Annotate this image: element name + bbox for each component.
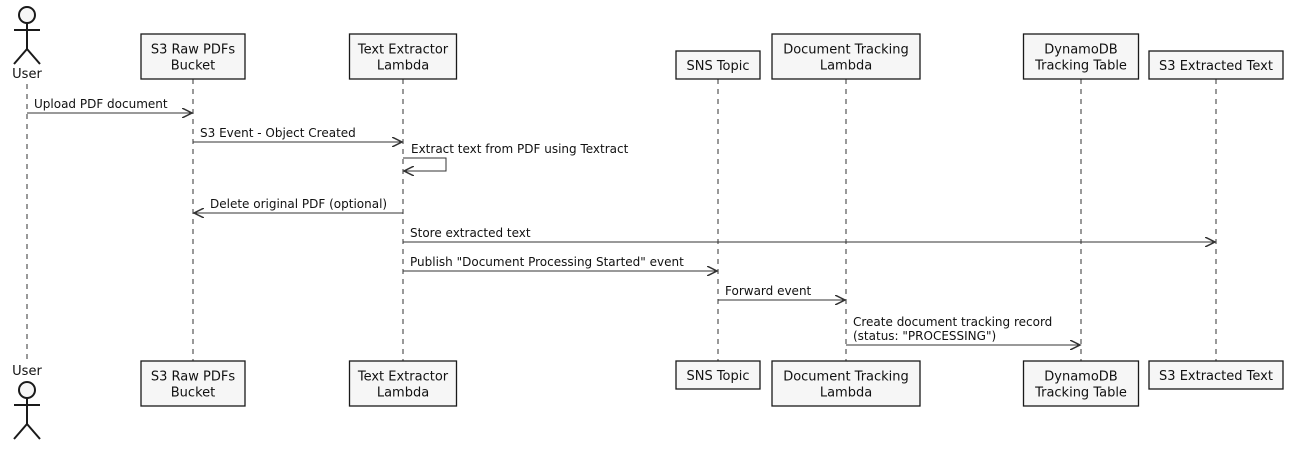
participant-box xyxy=(1148,360,1284,390)
participant-box xyxy=(140,360,246,407)
participant-label: Lambda xyxy=(377,59,429,74)
message-label: Forward event xyxy=(725,284,812,298)
participant-label: Text Extractor xyxy=(357,370,449,385)
participant-label: S3 Extracted Text xyxy=(1159,59,1273,74)
message-label: Publish "Document Processing Started" ev… xyxy=(410,255,684,269)
message-2: S3 Event - Object Created xyxy=(193,126,402,142)
participant-label: Tracking Table xyxy=(1034,59,1127,74)
participant-label: Lambda xyxy=(820,59,872,74)
message-7: Forward event xyxy=(718,284,845,300)
participant-box xyxy=(140,33,246,80)
participant-sns-bottom: SNS Topic xyxy=(675,360,761,390)
message-label: Create document tracking record xyxy=(853,315,1052,329)
message-label: Upload PDF document xyxy=(34,97,168,111)
message-5: Store extracted text xyxy=(403,226,1215,242)
actor-icon xyxy=(13,381,41,440)
participant-label: Document Tracking xyxy=(783,43,909,58)
participant-sns-top: SNS Topic xyxy=(675,50,761,80)
participant-label: Text Extractor xyxy=(357,43,449,58)
participant-label: Lambda xyxy=(377,386,429,401)
participant-s3text-top: S3 Extracted Text xyxy=(1148,50,1284,80)
message-label: S3 Event - Object Created xyxy=(200,126,356,140)
message-label: Delete original PDF (optional) xyxy=(210,197,387,211)
participant-label: Bucket xyxy=(171,59,215,74)
participant-label: DynamoDB xyxy=(1044,43,1117,58)
message-label: Store extracted text xyxy=(410,226,531,240)
participant-box xyxy=(771,360,921,407)
participant-label: S3 Extracted Text xyxy=(1159,369,1273,384)
participant-label: Tracking Table xyxy=(1034,386,1127,401)
participant-box xyxy=(1148,50,1284,80)
message-label: (status: "PROCESSING") xyxy=(853,329,996,343)
message-label: Extract text from PDF using Textract xyxy=(411,142,629,156)
actor-label: User xyxy=(12,67,42,82)
actor-user-top: User xyxy=(12,6,42,82)
participant-box xyxy=(1022,360,1140,407)
participant-label: DynamoDB xyxy=(1044,370,1117,385)
participant-label: S3 Raw PDFs xyxy=(151,370,235,385)
participant-box xyxy=(348,360,458,407)
message-arrow xyxy=(403,157,447,171)
participant-box xyxy=(771,33,921,80)
message-8: Create document tracking record(status: … xyxy=(846,315,1080,345)
message-4: Delete original PDF (optional) xyxy=(194,197,403,213)
actor-icon xyxy=(13,6,41,65)
participant-label: Bucket xyxy=(171,386,215,401)
message-6: Publish "Document Processing Started" ev… xyxy=(403,255,717,271)
participant-label: Document Tracking xyxy=(783,370,909,385)
participant-box xyxy=(675,50,761,80)
participant-label: SNS Topic xyxy=(686,59,749,74)
messages: Upload PDF document S3 Event - Object Cre… xyxy=(27,97,1215,345)
participant-s3text-bottom: S3 Extracted Text xyxy=(1148,360,1284,390)
participant-label: Lambda xyxy=(820,386,872,401)
message-1: Upload PDF document xyxy=(27,97,192,113)
actor-label: User xyxy=(12,364,42,379)
participant-box xyxy=(675,360,761,390)
participant-label: S3 Raw PDFs xyxy=(151,43,235,58)
participant-label: SNS Topic xyxy=(686,369,749,384)
lifelines xyxy=(26,79,1217,361)
participant-box xyxy=(348,33,458,80)
actor-user-bottom: User xyxy=(12,364,42,440)
participant-box xyxy=(1022,33,1140,80)
message-3: Extract text from PDF using Textract xyxy=(403,142,629,171)
